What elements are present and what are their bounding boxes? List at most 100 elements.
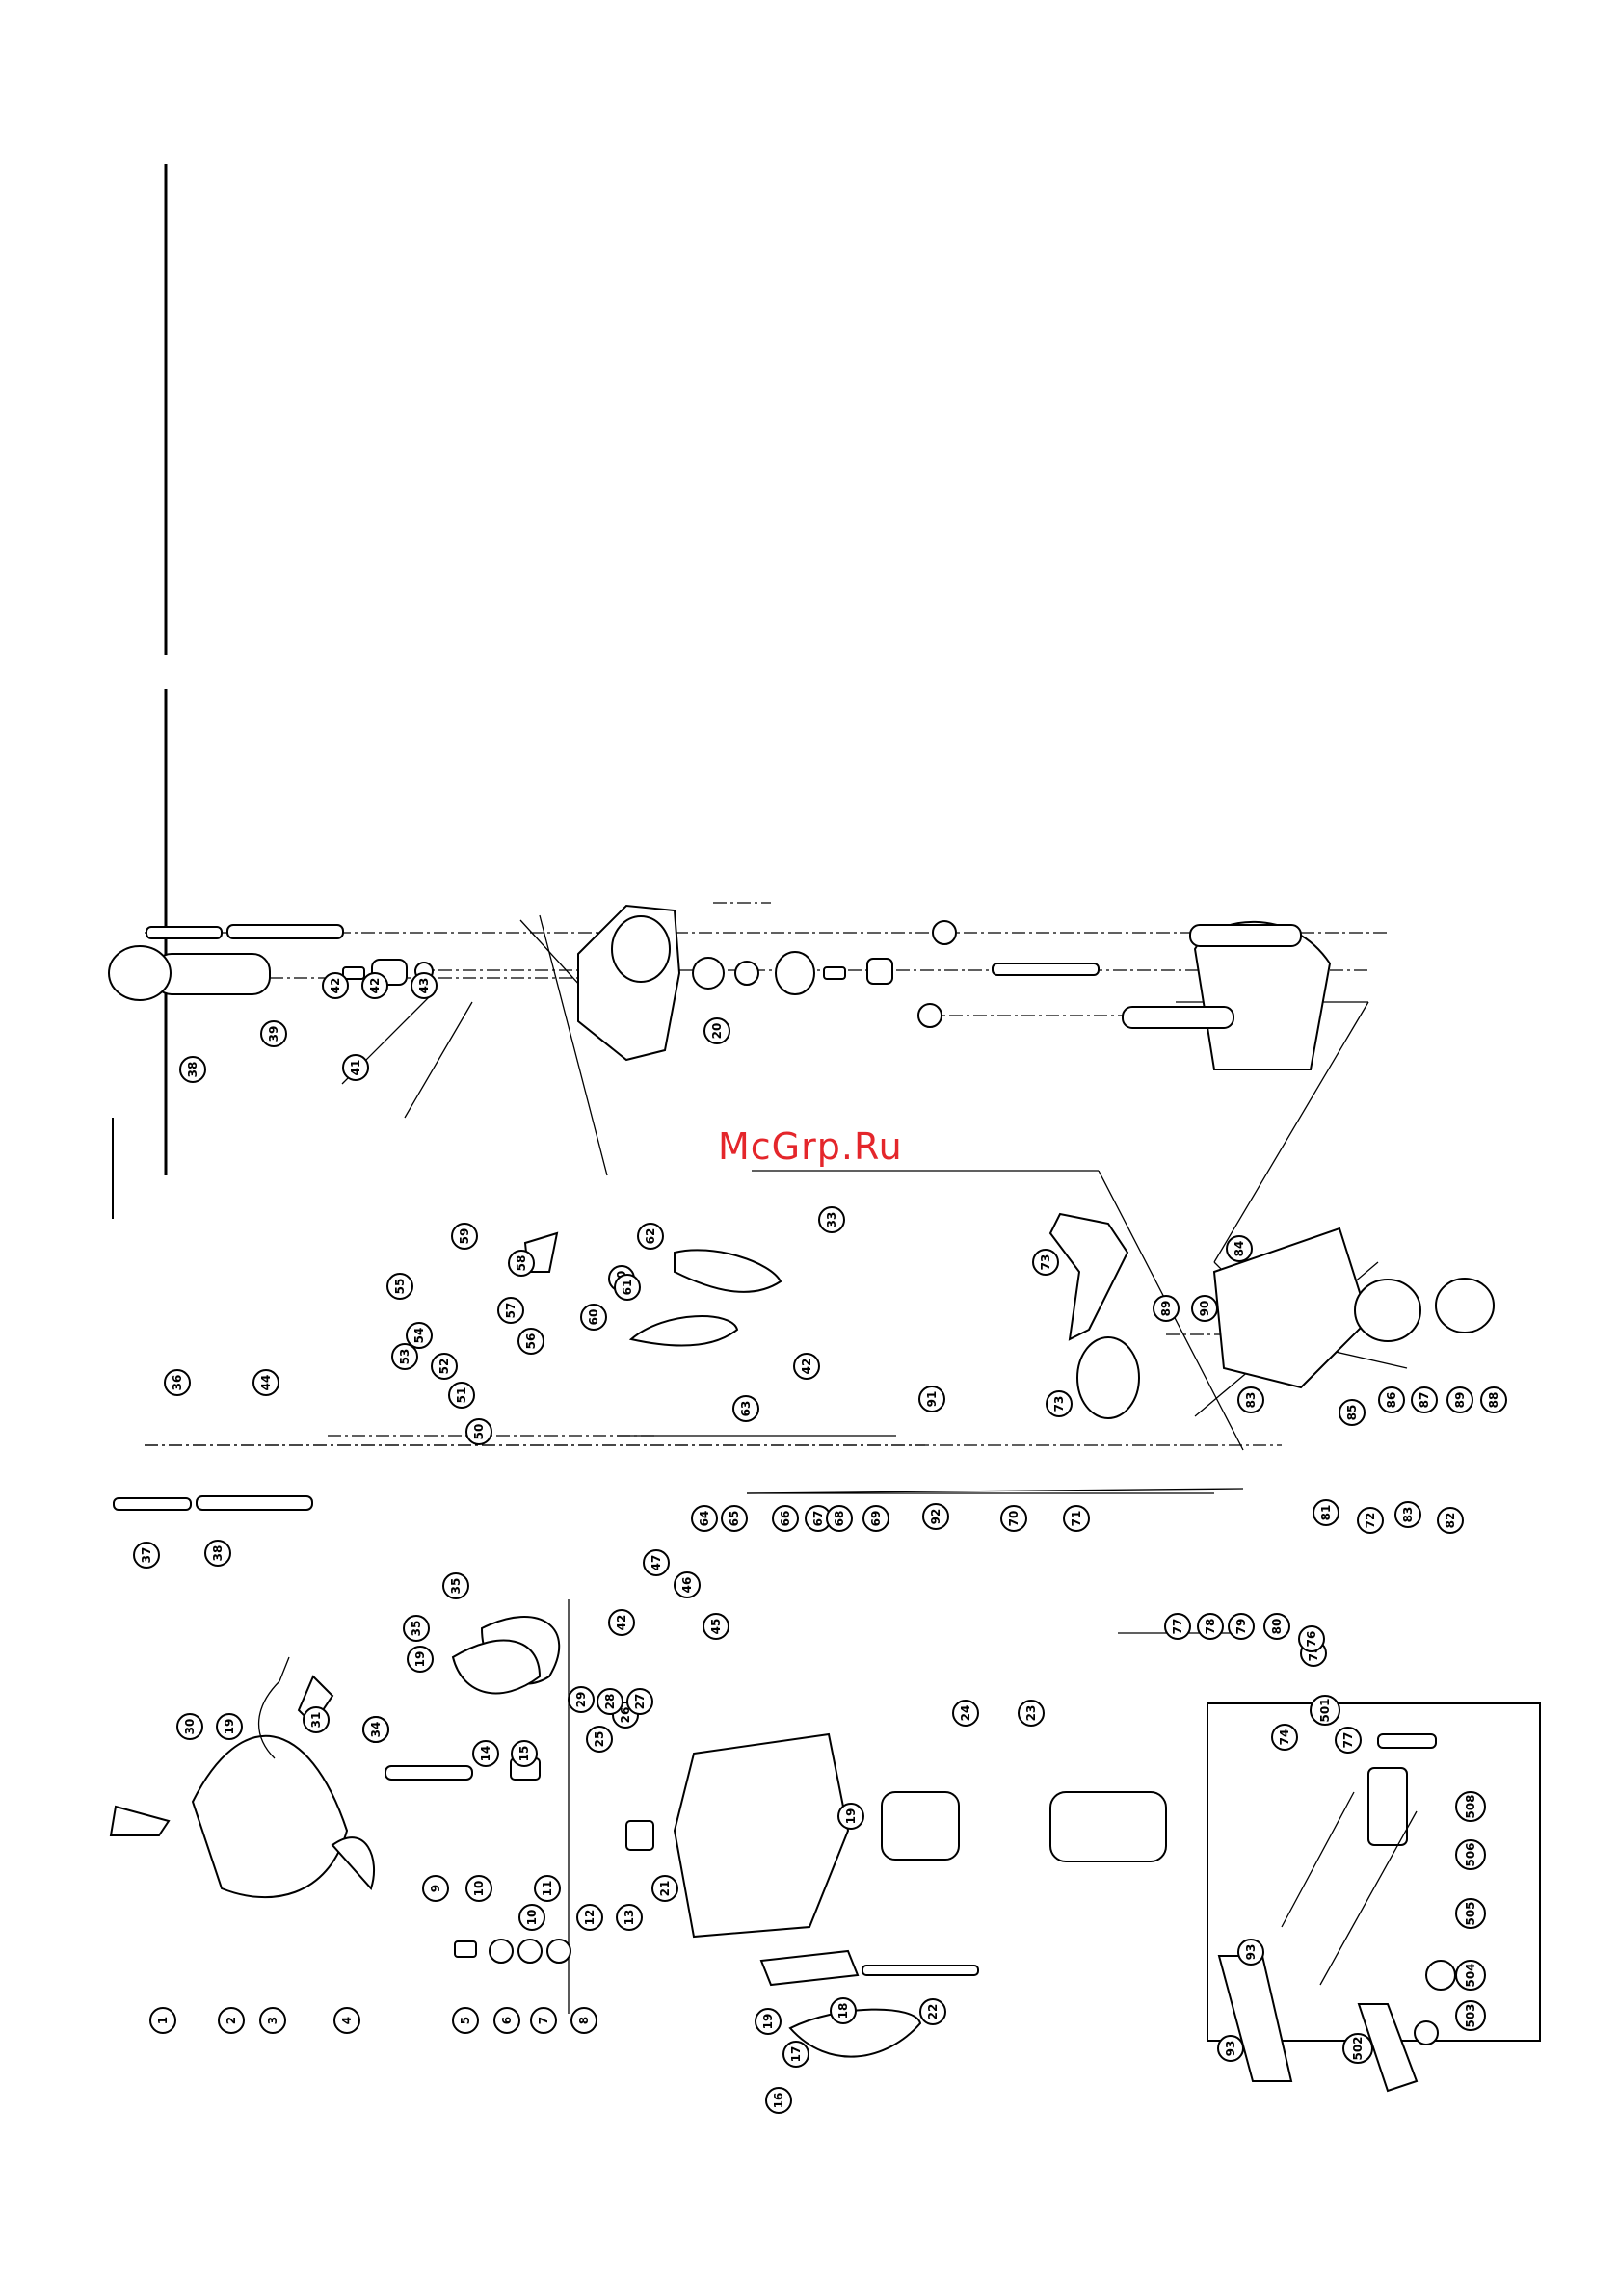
callout-label: 41 <box>349 1060 362 1076</box>
callout-circle <box>782 2041 809 2068</box>
callout-label: 23 <box>1024 1705 1038 1722</box>
callout-6: 6 <box>493 2007 520 2034</box>
callout-46: 46 <box>674 1571 701 1598</box>
callout-circle <box>597 1688 623 1715</box>
callout-circle <box>1357 1507 1384 1534</box>
callout-label: 67 <box>811 1511 825 1527</box>
callout-circle <box>576 1904 603 1931</box>
guard-part <box>1076 1336 1140 1419</box>
plate-part <box>109 1805 171 1836</box>
callout-501: 501 <box>1310 1695 1340 1726</box>
callout-8: 8 <box>570 2007 597 2034</box>
callout-label: 1 <box>156 2017 170 2024</box>
callout-20: 20 <box>703 1017 730 1044</box>
callout-label: 36 <box>171 1375 184 1391</box>
callout-label: 22 <box>926 2004 940 2020</box>
callout-label: 61 <box>621 1280 634 1296</box>
nut-part <box>1414 2020 1439 2045</box>
callout-15: 15 <box>511 1740 538 1767</box>
callout-10: 10 <box>518 1904 545 1931</box>
callout-label: 18 <box>836 2003 850 2019</box>
callout-45: 45 <box>703 1613 729 1640</box>
callout-label: 17 <box>789 2046 803 2063</box>
callout-circle <box>1191 1295 1218 1322</box>
callout-14: 14 <box>472 1740 499 1767</box>
callout-label: 25 <box>593 1731 606 1748</box>
callout-label: 76 <box>1305 1631 1318 1648</box>
callout-31: 31 <box>303 1706 330 1733</box>
callout-19: 19 <box>407 1646 434 1673</box>
callout-19: 19 <box>837 1803 864 1830</box>
callout-label: 3 <box>266 2017 279 2024</box>
callout-label: 60 <box>587 1309 600 1326</box>
callout-circle <box>703 1613 729 1640</box>
callout-label: 46 <box>680 1577 694 1594</box>
leader-line <box>1213 1001 1369 1263</box>
callout-circle <box>703 1017 730 1044</box>
callout-label: 505 <box>1464 1901 1477 1925</box>
callout-55: 55 <box>386 1273 413 1300</box>
callout-label: 56 <box>524 1333 538 1350</box>
callout-label: 20 <box>710 1023 724 1040</box>
callout-circle <box>1046 1390 1073 1417</box>
callout-71: 71 <box>1063 1505 1090 1532</box>
callout-73: 73 <box>1032 1249 1059 1276</box>
knob-part <box>1425 1960 1456 1991</box>
callout-circle <box>765 2087 792 2114</box>
callout-62: 62 <box>637 1223 664 1250</box>
disc-part <box>1435 1278 1495 1333</box>
callout-87: 87 <box>1411 1386 1438 1413</box>
callout-circle <box>1164 1613 1191 1640</box>
callout-label: 90 <box>1198 1301 1211 1317</box>
callout-label: 87 <box>1418 1392 1431 1409</box>
column-part <box>1189 924 1302 947</box>
callout-circle <box>260 1020 287 1047</box>
callout-circle <box>1018 1700 1045 1727</box>
callout-circle <box>530 2007 557 2034</box>
callout-circle <box>1298 1625 1325 1652</box>
callout-circle <box>1455 1791 1486 1822</box>
leader-line <box>746 1488 1244 1494</box>
rod-part <box>1319 1810 1418 1986</box>
callout-69: 69 <box>862 1505 889 1532</box>
callout-52: 52 <box>431 1353 458 1380</box>
callout-label: 64 <box>698 1511 711 1527</box>
callout-82: 82 <box>1437 1507 1464 1534</box>
callout-circle <box>586 1726 613 1753</box>
washer-part <box>546 1939 571 1964</box>
callout-66: 66 <box>772 1505 799 1532</box>
callout-circle <box>826 1505 853 1532</box>
callout-label: 21 <box>658 1881 672 1897</box>
callout-505: 505 <box>1455 1898 1486 1929</box>
motor-housing-part <box>673 1732 850 1939</box>
bracket-part <box>1367 1767 1408 1846</box>
callout-label: 6 <box>500 2017 514 2024</box>
callout-circle <box>1455 1839 1486 1870</box>
spanner-part <box>1357 2003 1419 2093</box>
cord-part <box>257 1656 290 1759</box>
callout-label: 89 <box>1453 1392 1467 1409</box>
callout-38: 38 <box>204 1540 231 1567</box>
callout-label: 73 <box>1039 1254 1052 1271</box>
callout-83: 83 <box>1394 1501 1421 1528</box>
callout-60: 60 <box>580 1304 607 1331</box>
callout-label: 71 <box>1070 1511 1083 1527</box>
callout-9: 9 <box>422 1875 449 1902</box>
callout-4: 4 <box>333 2007 360 2034</box>
callout-label: 11 <box>541 1881 554 1897</box>
callout-91: 91 <box>918 1386 945 1412</box>
callout-11: 11 <box>534 1875 561 1902</box>
callout-label: 10 <box>472 1881 486 1897</box>
callout-51: 51 <box>448 1382 475 1409</box>
callout-label: 42 <box>800 1359 813 1375</box>
callout-label: 29 <box>574 1692 588 1708</box>
callout-label: 9 <box>429 1885 442 1892</box>
callout-28: 28 <box>597 1688 623 1715</box>
callout-circle <box>422 1875 449 1902</box>
callout-circle <box>1339 1399 1366 1426</box>
callout-circle <box>386 1273 413 1300</box>
washer-part <box>734 961 759 986</box>
callout-label: 26 <box>619 1707 632 1724</box>
spring-part <box>226 924 344 939</box>
callout-circle <box>322 972 349 999</box>
